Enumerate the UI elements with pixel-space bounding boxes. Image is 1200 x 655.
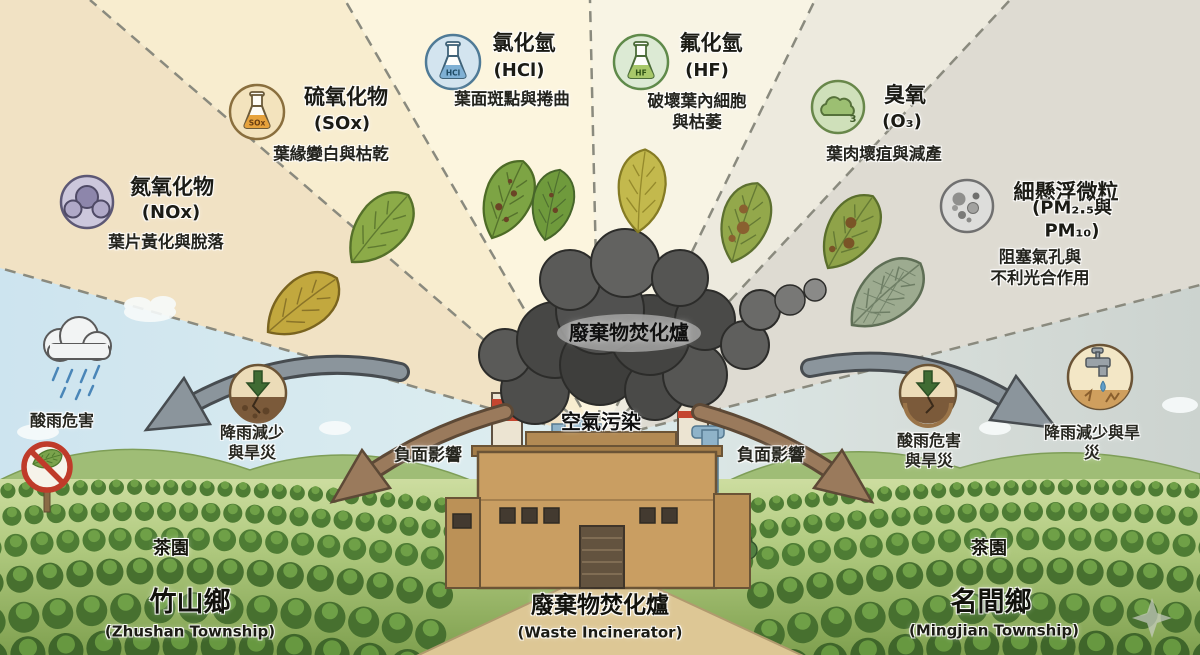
- left-acid-rain-label: 酸雨危害: [29, 411, 95, 430]
- acid-rain-cloud-icon: [43, 316, 112, 401]
- smoke-label: 廢棄物焚化爐: [569, 320, 689, 345]
- right-negative-arrow: [691, 403, 875, 504]
- hcl-leaf-2: [524, 164, 581, 246]
- smoke-cloud: [478, 228, 827, 425]
- pollutant-sox-formula: (SOx): [313, 112, 371, 134]
- pollutant-hcl-formula: (HCl): [493, 59, 545, 81]
- pollutant-ozone-name: 臭氧: [884, 82, 926, 107]
- faucet-drought-icon: [1066, 343, 1134, 411]
- nox-molecule-icon: [59, 174, 115, 230]
- pollutant-nox-effect: 葉片黃化與脫落: [108, 232, 224, 252]
- air-pollution-label: 空氣污染: [561, 409, 641, 434]
- pollutant-ozone-formula: (O₃): [882, 110, 922, 132]
- pollutant-hcl-name: 氯化氫: [492, 30, 556, 55]
- right-township-en-label: (Mingjian Township): [908, 621, 1080, 640]
- plant-prohibition-sign-icon: [21, 441, 73, 513]
- ozone-cloud-icon: 3: [810, 79, 866, 135]
- left-negative-arrow: [329, 403, 514, 504]
- pm-particles-icon: [939, 178, 995, 234]
- svg-text:HF: HF: [635, 69, 646, 78]
- pollutant-nox-formula: (NOx): [141, 201, 201, 223]
- left-tea-garden-label: 茶園: [153, 537, 189, 559]
- hcl-leaf: [469, 151, 546, 248]
- svg-text:SOx: SOx: [249, 119, 266, 128]
- left-township-en-label: (Zhushan Township): [104, 622, 276, 641]
- incinerator-name-label: 廢棄物焚化爐: [531, 592, 669, 619]
- hcl-flask-icon: HCl: [424, 33, 482, 91]
- left-impact-arrow: [143, 354, 410, 432]
- pm-leaf: [833, 242, 940, 346]
- right-township-label: 名間鄉: [950, 587, 1032, 619]
- pollutant-pm-name: 細懸浮微粒: [1013, 179, 1119, 204]
- right-impact-arrow: [800, 351, 1059, 430]
- ozone-leaf: [806, 182, 895, 282]
- watermark-icon: [1132, 598, 1172, 638]
- left-drought-soil-icon: [228, 363, 288, 424]
- pollutant-hf-effect: 破壞葉內細胞 與枯萎: [647, 91, 747, 131]
- pollutant-pm-effect: 阻塞氣孔與 不利光合作用: [990, 247, 1090, 287]
- right-negative-label: 負面影響: [737, 445, 805, 466]
- damaged-leaves: [251, 146, 940, 353]
- pollutant-pm-formula: (PM₂.₅與PM₁₀): [1032, 197, 1112, 242]
- hf-flask-icon: HF: [612, 33, 670, 91]
- hf-leaf-2: [708, 174, 781, 271]
- pollutant-sox-effect: 葉緣變白與枯乾: [273, 144, 389, 164]
- right-acid-soil-icon: [898, 363, 958, 428]
- svg-text:HCl: HCl: [446, 69, 460, 78]
- sox-flask-icon: SOx: [228, 83, 286, 141]
- left-township-label: 竹山鄉: [149, 587, 231, 619]
- left-negative-label: 負面影響: [394, 445, 462, 466]
- pollutant-ozone-effect: 葉肉壞疽與減產: [826, 144, 942, 164]
- pollutant-hf-name: 氟化氫: [679, 30, 743, 55]
- left-drought-label: 降雨減少 與旱災: [219, 423, 285, 462]
- pollutant-nox-name: 氮氧化物: [130, 174, 214, 199]
- pollutant-hf-formula: (HF): [685, 59, 729, 81]
- svg-text:3: 3: [850, 114, 857, 125]
- pollutant-hcl-effect: 葉面斑點與捲曲: [454, 89, 570, 109]
- right-drought-label: 降雨減少與旱災: [1043, 423, 1140, 462]
- incinerator-name-en-label: (Waste Incinerator): [517, 623, 683, 642]
- right-acid-rain-label: 酸雨危害 與旱災: [896, 431, 962, 470]
- pollutant-sox-name: 硫氧化物: [304, 84, 388, 109]
- right-tea-garden-label: 茶園: [971, 537, 1007, 559]
- clouds: [17, 296, 1198, 440]
